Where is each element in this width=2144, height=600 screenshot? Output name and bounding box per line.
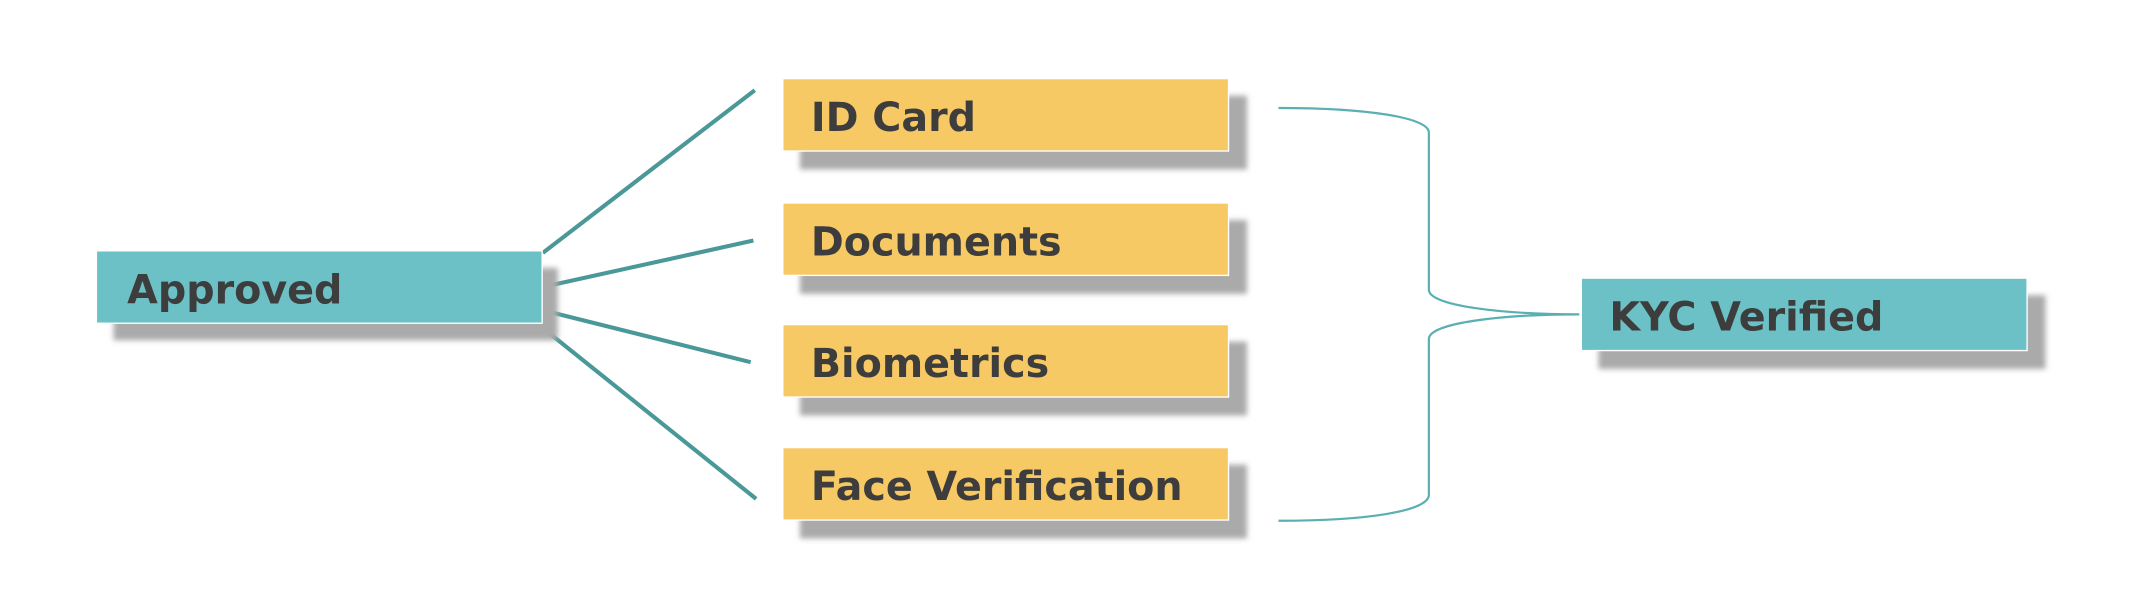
node-face-verification-label: Face Verification xyxy=(811,464,1183,510)
node-biometrics-label: Biometrics xyxy=(811,341,1049,387)
node-kyc-verified-label: KYC Verified xyxy=(1609,295,1883,341)
node-kyc-verified: KYC Verified xyxy=(1580,277,2046,370)
node-approved-label: Approved xyxy=(127,267,342,313)
node-id-card: ID Card xyxy=(782,77,1248,170)
node-face-verification: Face Verification xyxy=(782,446,1248,539)
connectors xyxy=(541,88,758,501)
connector-face-verification xyxy=(541,326,758,501)
node-biometrics: Biometrics xyxy=(782,323,1248,416)
node-documents: Documents xyxy=(782,202,1248,294)
connector-biometrics xyxy=(542,308,752,365)
node-documents-label: Documents xyxy=(811,220,1062,266)
node-id-card-label: ID Card xyxy=(811,95,976,141)
brace-connector xyxy=(1278,106,1580,522)
connector-documents xyxy=(542,238,754,290)
node-approved: Approved xyxy=(95,250,558,341)
connector-id-card xyxy=(541,88,757,255)
